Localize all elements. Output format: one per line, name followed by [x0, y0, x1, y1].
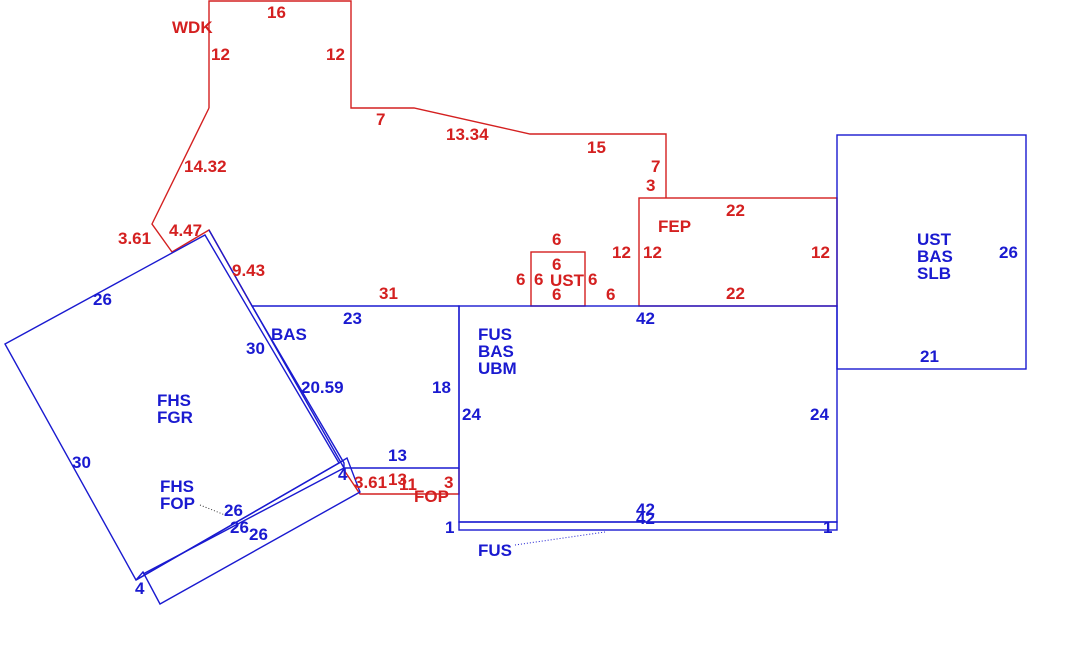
bas-label: BAS — [271, 325, 307, 344]
dim-fhs-b3: 26 — [249, 525, 268, 544]
dim-fep-right: 12 — [811, 243, 830, 262]
fhs-fgr-label-2: FGR — [157, 408, 193, 427]
bottom-strip-outline — [458, 521, 838, 531]
dim-wdk-drop7: 7 — [651, 157, 660, 176]
ust-right-label-2: BAS — [917, 247, 953, 266]
fep-label: FEP — [658, 217, 691, 236]
dim-bas-left: 30 — [246, 339, 265, 358]
dim-fhs-b1: 26 — [224, 501, 243, 520]
fop-red-label: FOP — [414, 487, 449, 506]
ust-right-outline — [836, 134, 1027, 370]
dim-wdk-short: 4.47 — [169, 221, 202, 240]
dim-fhs-b2: 26 — [230, 518, 249, 537]
dim-ust-top: 6 — [552, 230, 561, 249]
leader-fop — [199, 504, 226, 516]
dim-bas-top: 23 — [343, 309, 362, 328]
dim-bas-right: 18 — [432, 378, 451, 397]
dim-ust-left-in: 6 — [534, 270, 543, 289]
dim-wdk-drop3: 3 — [646, 176, 655, 195]
fhs-fgr-label-1: FHS — [157, 391, 191, 410]
main-outline — [458, 305, 838, 523]
dim-fhs-end-r: 4 — [338, 465, 348, 484]
dim-ust-gap: 6 — [606, 285, 615, 304]
dim-main-left: 24 — [462, 405, 481, 424]
dim-strip-right: 1 — [823, 518, 832, 537]
dim-fep-left-in: 12 — [643, 243, 662, 262]
dim-main-right: 24 — [810, 405, 829, 424]
fus-main-label-3: UBM — [478, 359, 517, 378]
dim-bas-bottom: 13 — [388, 446, 407, 465]
ust-right-label-3: SLB — [917, 264, 951, 283]
dim-fop-w1: 3.61 — [354, 473, 387, 492]
dim-ust-inner-top: 6 — [552, 255, 561, 274]
dim-wdk-right: 12 — [326, 45, 345, 64]
dim-main-bottom: 42 — [636, 500, 655, 519]
wdk-outline — [208, 0, 667, 198]
fhs-fop-label-2: FOP — [160, 494, 195, 513]
dim-fhs-end-l: 4 — [135, 579, 145, 598]
dim-wdk-run: 15 — [587, 138, 606, 157]
dim-wdk-bottom: 31 — [379, 284, 398, 303]
dim-wdk-left: 12 — [211, 45, 230, 64]
fus-main-label-1: FUS — [478, 325, 512, 344]
dim-wdk-corner: 3.61 — [118, 229, 151, 248]
fus-bottom-label: FUS — [478, 541, 512, 560]
dim-fep-top: 22 — [726, 201, 745, 220]
dim-fep-left-out: 12 — [612, 243, 631, 262]
dim-main-top: 42 — [636, 309, 655, 328]
dim-strip-bottom: 42 — [636, 509, 655, 528]
dim-ust-bottom: 6 — [552, 285, 561, 304]
dim-wdk-side: 9.43 — [232, 261, 265, 280]
dim-ust-right: 6 — [588, 270, 597, 289]
fhs-strip-inner — [142, 467, 345, 575]
fhs-fop-strip — [135, 456, 361, 605]
dim-fep-bottom: 22 — [726, 284, 745, 303]
dim-fhs-top: 26 — [93, 290, 112, 309]
bas-diag-edge — [208, 229, 345, 469]
dim-fop-w3: 11 — [399, 475, 417, 494]
dim-fop-w2: 13 — [388, 470, 407, 489]
dim-ust-left-out: 6 — [516, 270, 525, 289]
bas-outline — [250, 305, 460, 469]
dim-ust-r-right: 26 — [999, 243, 1018, 262]
fhs-fop-label-1: FHS — [160, 477, 194, 496]
dim-bas-diag: 20.59 — [301, 378, 344, 397]
dim-wdk-top: 16 — [267, 3, 286, 22]
dim-strip-left: 1 — [445, 518, 454, 537]
ust-right-label-1: UST — [917, 230, 952, 249]
dim-wdk-diag: 14.32 — [184, 157, 227, 176]
wdk-label: WDK — [172, 18, 213, 37]
dim-wdk-slope: 13.34 — [446, 125, 489, 144]
dim-fhs-left: 30 — [72, 453, 91, 472]
dim-fop-h: 3 — [444, 473, 453, 492]
dim-wdk-step: 7 — [376, 110, 385, 129]
ust-small-label: UST — [550, 271, 585, 290]
leader-fus — [514, 531, 606, 546]
dim-ust-r-bottom: 21 — [920, 347, 939, 366]
fus-main-label-2: BAS — [478, 342, 514, 361]
